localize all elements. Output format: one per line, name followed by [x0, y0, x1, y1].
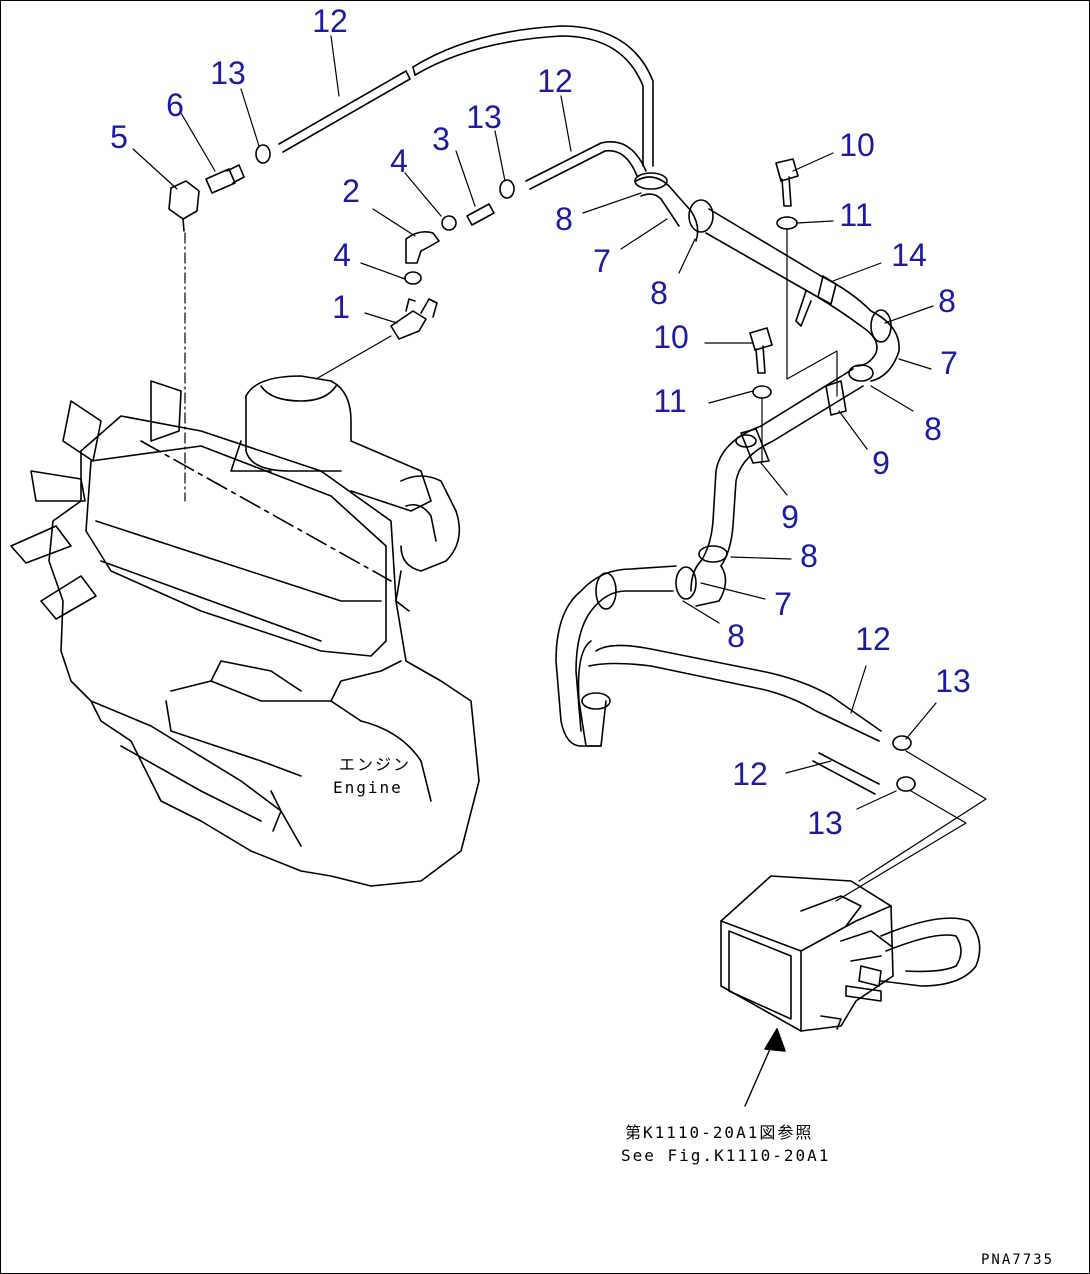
callout-14: 14: [891, 237, 927, 273]
callout-12: 12: [537, 63, 573, 99]
callout-13: 13: [807, 805, 843, 841]
callout-8: 8: [938, 283, 956, 319]
callout-10: 10: [839, 127, 875, 163]
callout-8: 8: [924, 411, 942, 447]
callout-7: 7: [593, 243, 611, 279]
pipe-assembly: [555, 172, 900, 795]
part-1-joint: [315, 298, 438, 380]
mounting-lines: [761, 228, 838, 462]
callout-5: 5: [110, 119, 128, 155]
callout-12: 12: [312, 3, 348, 39]
heater-unit: [720, 750, 987, 1107]
part-10-bolt: [749, 158, 799, 374]
callout-12: 12: [732, 756, 768, 792]
callout-1: 1: [332, 289, 350, 325]
engine-label-en: Engine: [333, 778, 403, 797]
part-2-hose: [405, 231, 440, 264]
callout-13: 13: [935, 663, 971, 699]
callout-13: 13: [466, 99, 502, 135]
callout-10: 10: [653, 319, 689, 355]
callout-9: 9: [872, 445, 890, 481]
callout-13: 13: [210, 55, 246, 91]
part-13-clamp: [255, 144, 916, 792]
callout-12: 12: [855, 621, 891, 657]
callout-11: 11: [653, 383, 687, 419]
engine-label-jp: エンジン: [339, 755, 412, 774]
leader-lines: [132, 35, 937, 810]
callout-7: 7: [774, 586, 792, 622]
part-4-clamp: [404, 215, 457, 285]
part-11-washer: [752, 216, 798, 399]
part-6-fitting: [205, 164, 245, 194]
part-12-hose-upper: [278, 25, 654, 167]
callout-8: 8: [800, 538, 818, 574]
engine-drawing: [10, 375, 480, 887]
reference-label-jp: 第K1110-20A1図参照: [625, 1123, 814, 1142]
callout-3: 3: [432, 121, 450, 157]
part-12-hose-second: [525, 141, 647, 190]
part-3-pipe: [466, 203, 495, 226]
callout-4: 4: [333, 237, 351, 273]
drawing-number: PNA7735: [981, 1252, 1055, 1268]
callout-8: 8: [555, 201, 573, 237]
callout-11: 11: [839, 197, 873, 233]
callout-2: 2: [342, 173, 360, 209]
callout-6: 6: [166, 87, 184, 123]
reference-label-en: See Fig.K1110-20A1: [621, 1146, 831, 1165]
part-5-elbow: [168, 180, 200, 502]
callout-8: 8: [727, 618, 745, 654]
callout-8: 8: [650, 275, 668, 311]
callout-7: 7: [940, 345, 958, 381]
callout-9: 9: [781, 499, 799, 535]
callout-4: 4: [390, 143, 408, 179]
